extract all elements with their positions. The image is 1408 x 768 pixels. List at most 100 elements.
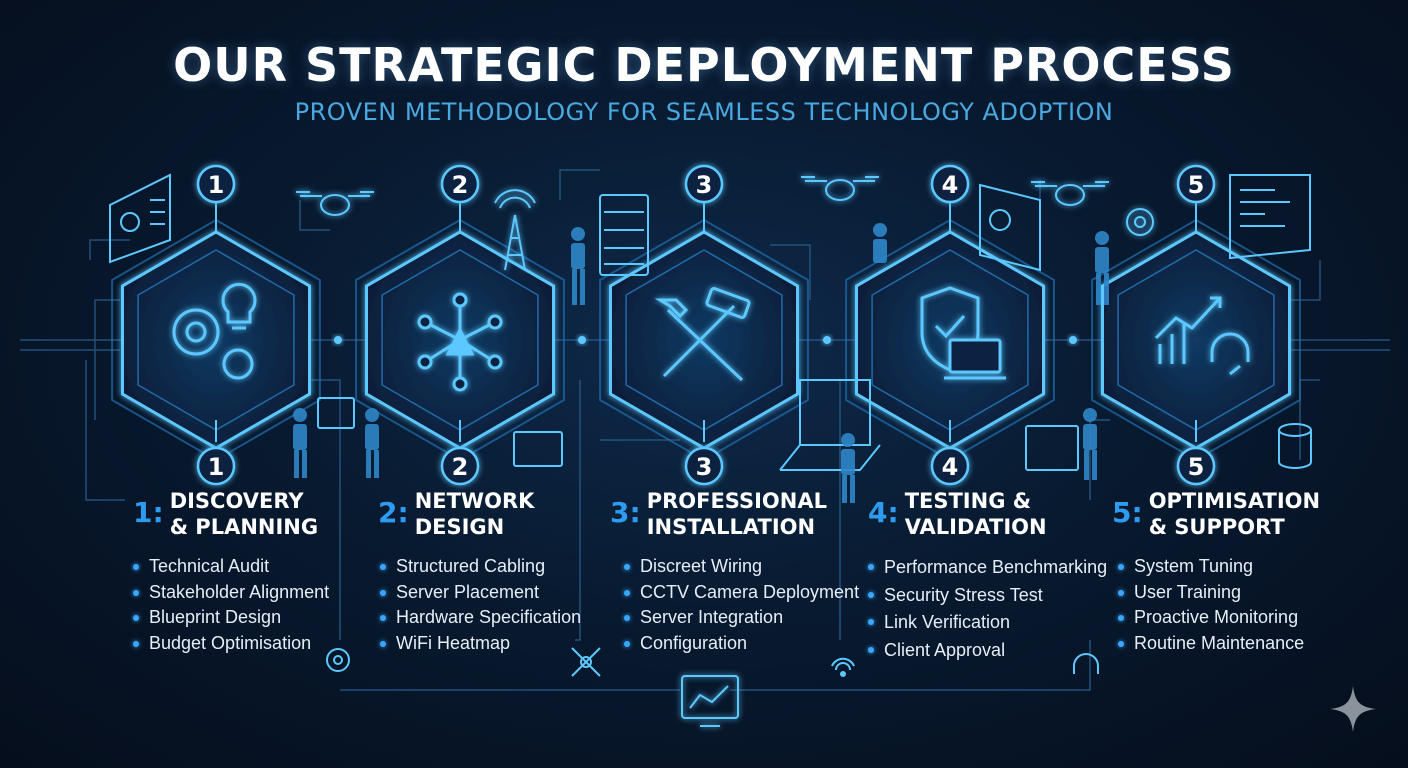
list-item: WiFi Heatmap	[378, 631, 638, 657]
list-item: Discreet Wiring	[622, 554, 882, 580]
gear-lightbulb-icon	[172, 282, 257, 380]
list-item: Stakeholder Alignment	[131, 580, 391, 606]
step-number: 5	[1188, 171, 1205, 199]
code-screen-icon	[1229, 174, 1311, 260]
page-title: OUR STRATEGIC DEPLOYMENT PROCESS	[173, 38, 1235, 92]
hex-frame	[1101, 230, 1291, 450]
step-number: 2	[452, 171, 469, 199]
list-item: Blueprint Design	[131, 605, 391, 631]
step-number-badge	[1176, 164, 1216, 204]
network-nodes-icon	[417, 292, 503, 392]
step-2-title-line2: DESIGN	[414, 515, 505, 539]
step-1-list: Technical Audit Stakeholder Alignment Bl…	[131, 554, 391, 656]
list-item: Budget Optimisation	[131, 631, 391, 657]
step-2-list: Structured Cabling Server Placement Hard…	[378, 554, 638, 656]
workstation-screen-icon	[317, 397, 1079, 471]
technician-figure	[293, 223, 1109, 503]
step-number-badge	[930, 446, 970, 486]
step-5-label: 5:	[1112, 496, 1143, 529]
step-number: 1	[208, 171, 225, 199]
list-item: Security Stress Test	[866, 582, 1126, 610]
step-number: 4	[942, 453, 959, 481]
step-4-title: 4: TESTING &VALIDATION	[868, 488, 1118, 540]
step-1-title-line1: DISCOVERY	[169, 489, 304, 513]
list-item: User Training	[1116, 580, 1376, 606]
step-number-badge	[196, 164, 236, 204]
step-1-label: 1:	[133, 496, 164, 529]
step-number: 5	[1188, 453, 1205, 481]
monitor-graph-icon	[681, 675, 739, 727]
list-item: Configuration	[622, 631, 882, 657]
drone-icon	[296, 191, 374, 216]
step-2-node: 22	[355, 164, 565, 486]
list-item: Hardware Specification	[378, 605, 638, 631]
step-3-label: 3:	[610, 496, 641, 529]
gear-icon	[326, 648, 350, 672]
network-node-icon	[571, 647, 601, 677]
list-item: Proactive Monitoring	[1116, 605, 1376, 631]
step-5-title-line1: OPTIMISATION	[1148, 489, 1321, 513]
step-1-node: 11	[111, 164, 321, 486]
step-3-title-line1: PROFESSIONAL	[646, 489, 827, 513]
tools-camera-icon	[654, 287, 751, 382]
step-1-title: 1: DISCOVERY& PLANNING	[133, 488, 383, 540]
step-number-badge	[684, 446, 724, 486]
drone-icon	[801, 176, 879, 201]
step-4-node: 44	[845, 164, 1055, 486]
shield-laptop-icon	[920, 286, 1006, 380]
laptop-icon	[779, 379, 881, 471]
step-4-title-line1: TESTING &	[904, 489, 1032, 513]
chart-headset-icon	[1154, 296, 1250, 376]
connector-dot	[1069, 336, 1077, 344]
step-1-title-line2: & PLANNING	[169, 515, 319, 539]
list-item: Server Integration	[622, 605, 882, 631]
step-5-node: 55	[1091, 164, 1301, 486]
drone-icon	[1031, 181, 1109, 206]
headset-icon	[1073, 653, 1099, 674]
dashboard-screen-icon	[109, 173, 171, 264]
list-item: Performance Benchmarking	[866, 554, 1126, 582]
step-number-badge	[930, 164, 970, 204]
server-rack-icon	[599, 194, 649, 276]
list-item: Technical Audit	[131, 554, 391, 580]
sparkle-icon	[1330, 686, 1376, 732]
step-3-node: 33	[599, 164, 809, 486]
step-2-title-line1: NETWORK	[414, 489, 535, 513]
step-number: 1	[208, 453, 225, 481]
list-item: CCTV Camera Deployment	[622, 580, 882, 606]
step-number-badge	[684, 164, 724, 204]
step-3-list: Discreet Wiring CCTV Camera Deployment S…	[622, 554, 882, 656]
settings-gear-icon	[1126, 208, 1154, 236]
step-number: 2	[452, 453, 469, 481]
step-number: 3	[696, 453, 713, 481]
step-number-badge	[196, 446, 236, 486]
list-item: Client Approval	[866, 637, 1126, 665]
wifi-icon	[831, 657, 855, 677]
gear-screen-icon	[979, 183, 1041, 272]
step-number-badge	[440, 446, 480, 486]
step-3-title-line2: INSTALLATION	[646, 515, 816, 539]
antenna-tower-icon	[494, 189, 536, 271]
connector-dot	[823, 336, 831, 344]
step-4-list: Performance Benchmarking Security Stress…	[866, 554, 1126, 664]
step-4-label: 4:	[868, 496, 899, 529]
list-item: Server Placement	[378, 580, 638, 606]
step-number-badge	[440, 164, 480, 204]
step-4-title-line2: VALIDATION	[904, 515, 1047, 539]
list-item: Structured Cabling	[378, 554, 638, 580]
database-icon	[1278, 423, 1312, 469]
connector-dot	[334, 336, 342, 344]
page-subtitle: PROVEN METHODOLOGY FOR SEAMLESS TECHNOLO…	[294, 98, 1114, 126]
step-number-badge	[1176, 446, 1216, 486]
step-2-label: 2:	[378, 496, 409, 529]
list-item: System Tuning	[1116, 554, 1376, 580]
connector-dot	[578, 336, 586, 344]
step-5-title-line2: & SUPPORT	[1148, 515, 1285, 539]
list-item: Link Verification	[866, 609, 1126, 637]
step-number: 3	[696, 171, 713, 199]
step-5-title: 5: OPTIMISATION& SUPPORT	[1112, 488, 1362, 540]
list-item: Routine Maintenance	[1116, 631, 1376, 657]
